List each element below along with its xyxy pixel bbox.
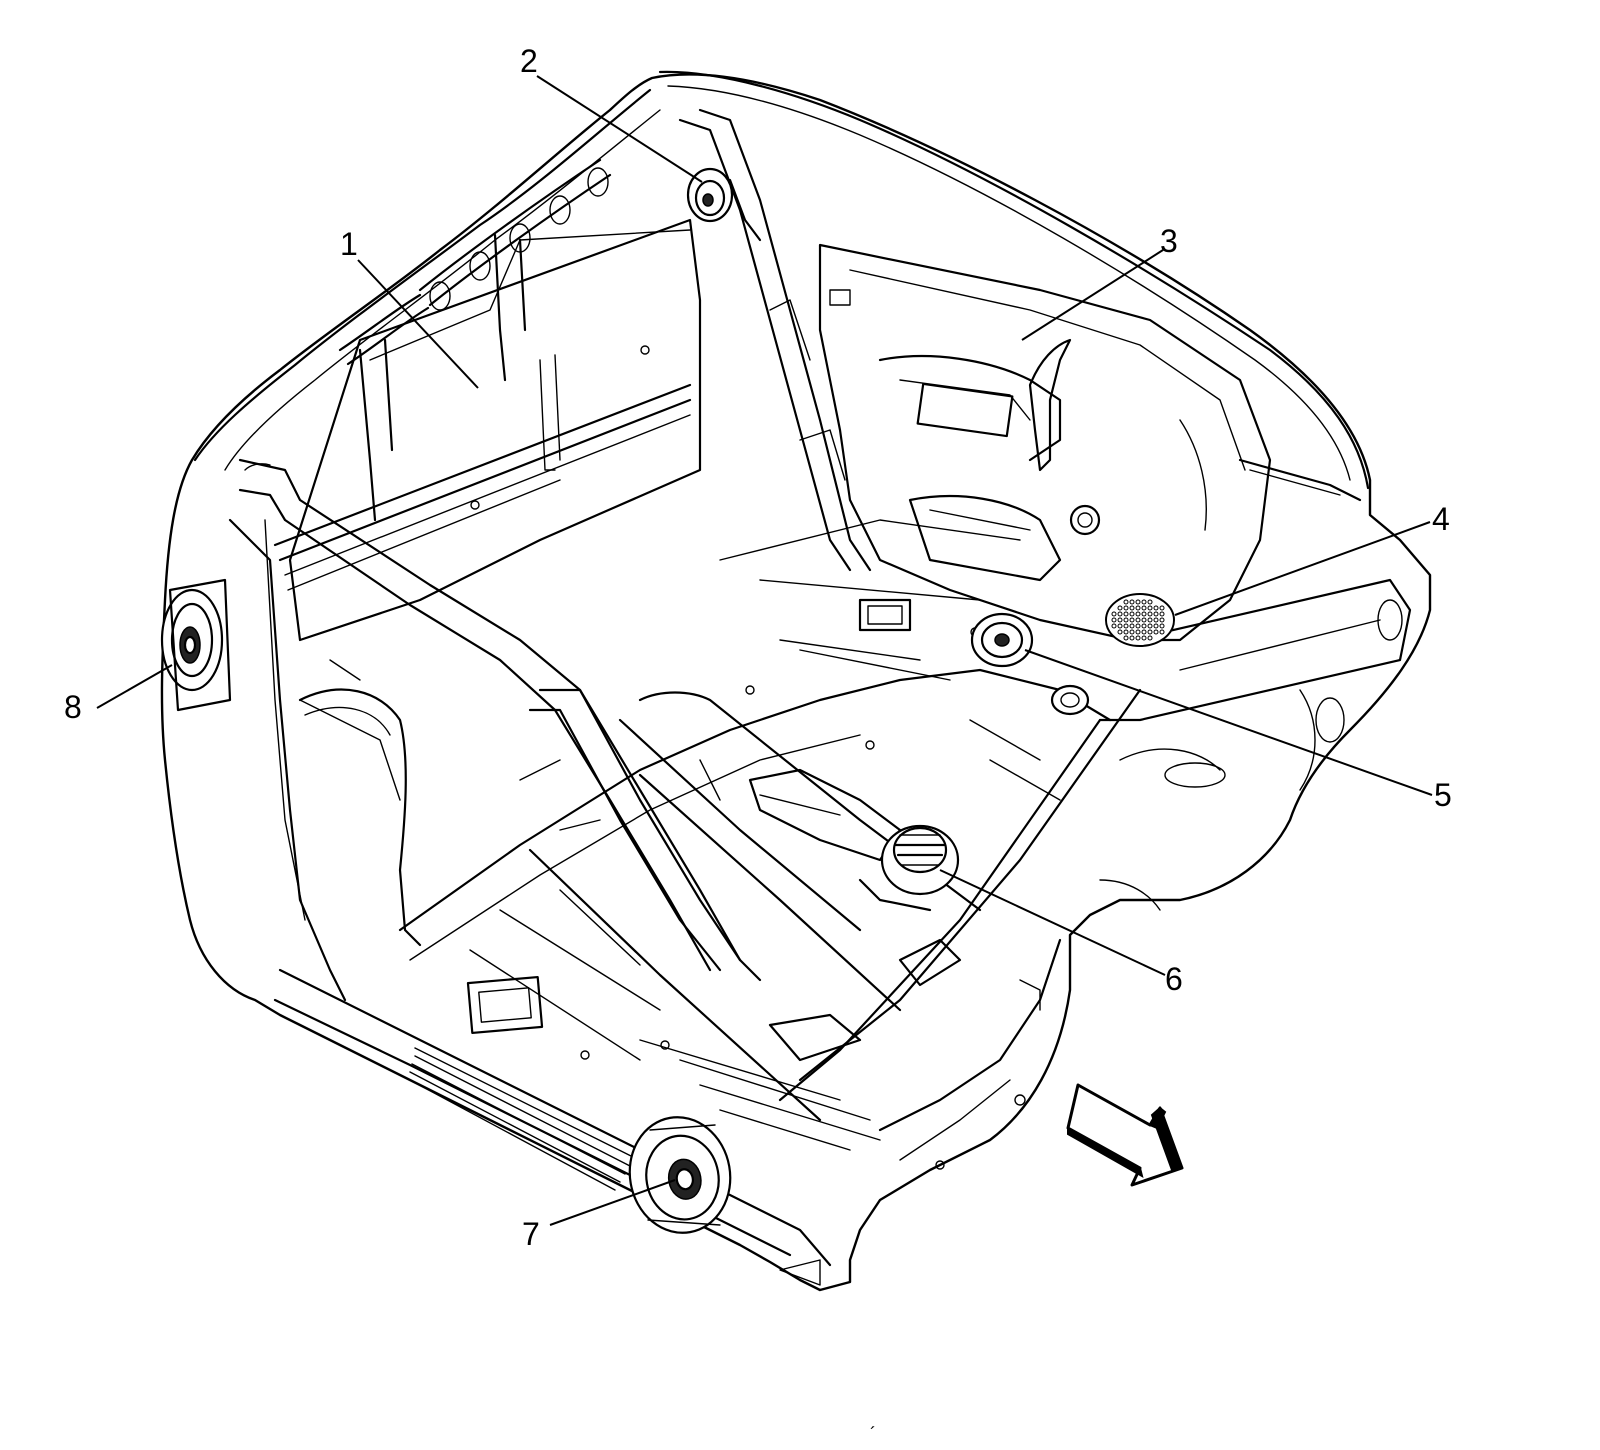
front-right-lower-panel [878,938,1062,1132]
grille-hole [1123,611,1129,617]
leader-1 [357,259,479,389]
grille-hole [1129,605,1135,611]
grille-dots [1111,599,1165,641]
grille-hole [1117,623,1123,629]
grille-hole [1129,611,1135,617]
speaker-5-floor [970,612,1090,716]
grille-hole [1141,611,1147,617]
grille-hole [1147,623,1153,629]
callout-5: 5 [1434,777,1452,813]
curtain-airbag-tube [338,158,612,366]
grille-hole [1135,617,1141,623]
callout-1: 1 [340,226,358,262]
grille-hole [1123,623,1129,629]
grille-hole [1153,623,1159,629]
speaker-8-left-pillar [160,578,232,712]
callout-8: 8 [64,689,82,725]
grille-hole [1129,599,1135,605]
leader-2 [536,75,703,183]
grille-hole [1129,635,1135,641]
speaker-7-lower-front [628,1116,732,1234]
grille-hole [1135,623,1141,629]
grille-hole [1141,629,1147,635]
right-b-pillar [698,108,872,572]
grille-hole [1123,605,1129,611]
grille-hole [1147,605,1153,611]
grille-hole [1135,629,1141,635]
grille-hole [1141,605,1147,611]
left-door-frame [228,518,347,1002]
grille-hole [1153,611,1159,617]
grille-hole [1153,605,1159,611]
grille-hole [1129,617,1135,623]
callout-2: 2 [520,43,538,79]
grille-hole [1159,605,1165,611]
body-outline [160,73,1432,1292]
grille-hole [1123,617,1129,623]
floor-details [299,345,1061,1060]
callouts: 1 2 3 4 5 6 7 8 [64,43,1452,1252]
grille-hole [1141,617,1147,623]
leader-8 [96,664,173,709]
grille-hole [1111,617,1117,623]
left-roof-rail [193,88,652,462]
grille-hole [1147,617,1153,623]
sill-grille [409,1039,641,1191]
speaker-2-upper-pillar [686,167,762,242]
grille-hole [1129,623,1135,629]
front-direction-arrow-icon [1066,1083,1184,1187]
leader-3 [1021,249,1164,341]
speaker-4-door-grille [1105,593,1175,647]
grille-hole [1135,605,1141,611]
grille-hole [1159,629,1165,635]
grille-hole [1111,623,1117,629]
vehicle-body-shell [160,70,1432,1292]
grille-hole [1147,611,1153,617]
footer-mark: ´ [870,1424,876,1444]
grille-hole [1153,617,1159,623]
grille-hole [1141,635,1147,641]
grille-hole [1159,623,1165,629]
grille-hole [1123,599,1129,605]
callout-7: 7 [522,1216,540,1252]
seat-belt-strap [538,688,762,982]
grille-hole [1141,623,1147,629]
rear-window-frame [369,229,691,361]
grille-hole [1159,617,1165,623]
grille-hole [1135,635,1141,641]
leader-6 [939,869,1166,976]
rear-panel [288,218,702,642]
callout-3: 3 [1160,223,1178,259]
callout-6: 6 [1165,961,1183,997]
grille-hole [1111,611,1117,617]
floor-pan [398,668,1112,932]
grille-hole [1153,629,1159,635]
grille-hole [1117,629,1123,635]
floor-tunnel [638,691,982,912]
left-b-pillar [238,458,742,962]
grille-hole [1129,629,1135,635]
grille-hole [1147,629,1153,635]
grille-hole [1117,605,1123,611]
leader-7 [549,1179,676,1226]
grille-hole [1117,611,1123,617]
grille-hole [1147,635,1153,641]
grille-hole [1123,629,1129,635]
grille-hole [1135,611,1141,617]
callout-4: 4 [1432,501,1450,537]
roof-rail [658,70,1370,490]
grille-hole [1123,635,1129,641]
roof-rail-inner [667,85,1351,481]
grille-hole [1159,611,1165,617]
grille-hole [1147,599,1153,605]
component-6-center [858,824,960,912]
grille-hole [1135,599,1141,605]
leader-4 [1174,521,1431,616]
leader-5 [1024,649,1433,796]
grille-hole [1117,617,1123,623]
right-rocker [1098,578,1412,722]
grille-hole [1141,599,1147,605]
